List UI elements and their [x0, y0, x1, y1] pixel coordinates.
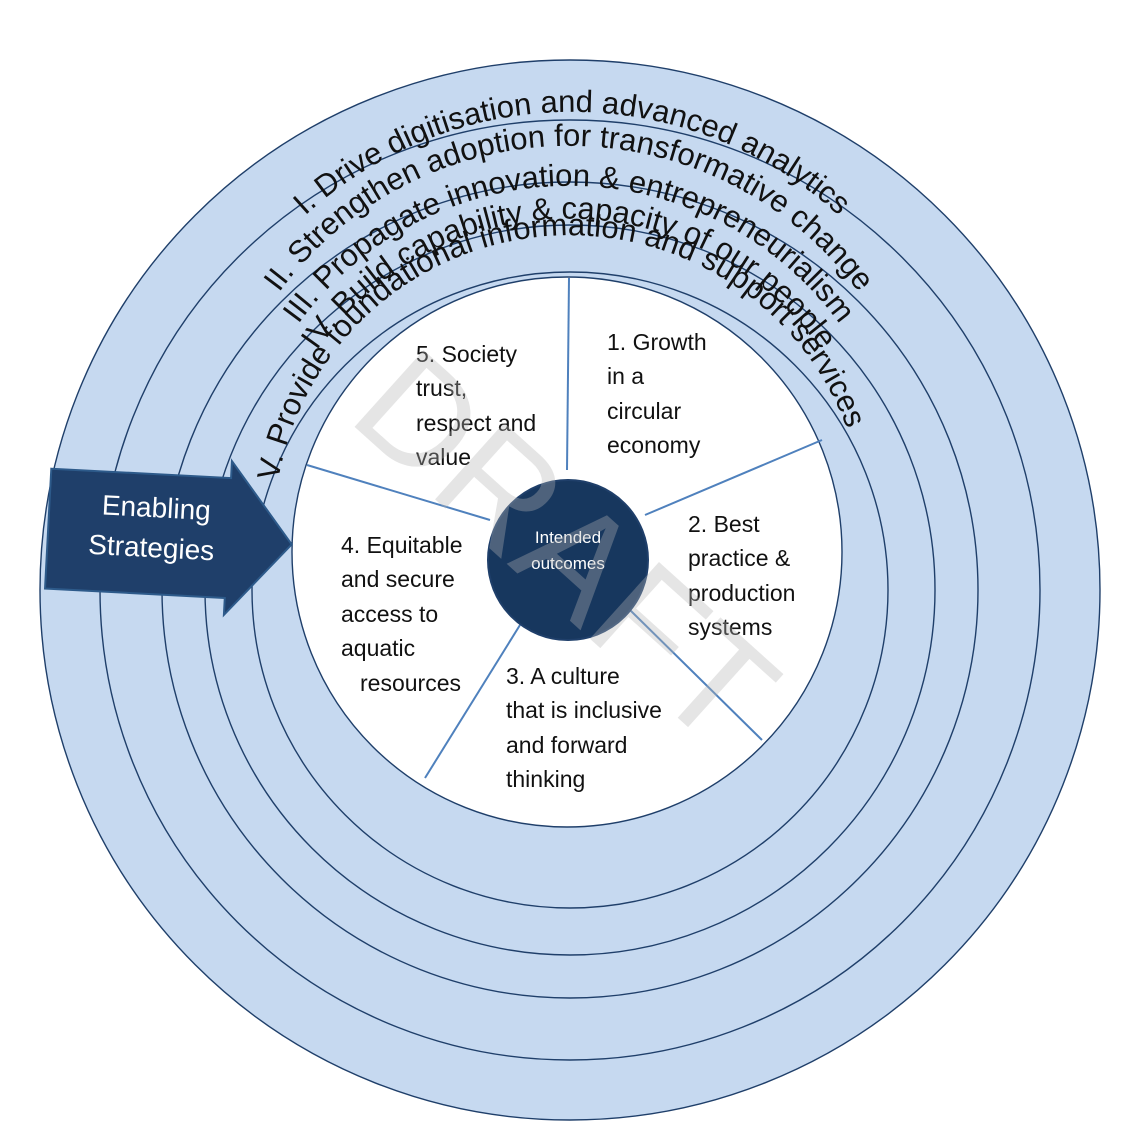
hub-label-line: outcomes	[531, 554, 605, 573]
outcome-1-line: economy	[607, 432, 701, 458]
outcome-3-line: and forward	[506, 732, 627, 758]
outcome-5-line: value	[416, 444, 471, 470]
intended-outcomes-hub	[487, 479, 649, 641]
outcome-2-line: practice &	[688, 545, 790, 571]
spoke	[566, 277, 570, 471]
outcome-5-line: respect and	[416, 410, 536, 436]
outcome-2: 2. Best practice & production systems	[688, 511, 795, 640]
outcome-4-line: and secure	[341, 566, 455, 592]
outcome-3-line: that is inclusive	[506, 697, 662, 723]
outcome-4-line: aquatic	[341, 635, 415, 661]
outcome-1-line: in a	[607, 363, 644, 389]
arrow-shape	[43, 458, 293, 618]
spoke	[629, 609, 763, 741]
spoke	[424, 624, 521, 779]
outcome-2-line: production	[688, 580, 795, 606]
outcome-1-line: circular	[607, 398, 681, 424]
outcome-5-line: 5. Society	[416, 341, 517, 367]
outcome-5: 5. Society trust, respect and value	[416, 341, 536, 470]
outcome-4-line: 4. Equitable	[341, 532, 462, 558]
enabling-strategies-arrow: Enabling Strategies	[43, 458, 293, 618]
outcome-3-line: 3. A culture	[506, 663, 620, 689]
outcome-1-line: 1. Growth	[607, 329, 707, 355]
outcome-1: 1. Growth in a circular economy	[607, 329, 707, 458]
arrow-label-line: Enabling	[101, 489, 211, 526]
outcome-4-line: access to	[341, 601, 438, 627]
arrow-label-line: Strategies	[88, 529, 216, 567]
spoke	[644, 439, 823, 516]
outcome-2-line: 2. Best	[688, 511, 760, 537]
outcome-3-line: thinking	[506, 766, 585, 792]
outcome-2-line: systems	[688, 614, 772, 640]
outcome-5-line: trust,	[416, 375, 467, 401]
outcome-3: 3. A culture that is inclusive and forwa…	[506, 663, 662, 792]
hub-label-line: Intended	[535, 528, 601, 547]
spoke	[306, 464, 491, 521]
outcome-4: 4. Equitable and secure access to aquati…	[341, 532, 462, 696]
outcome-4-line: resources	[360, 670, 461, 696]
